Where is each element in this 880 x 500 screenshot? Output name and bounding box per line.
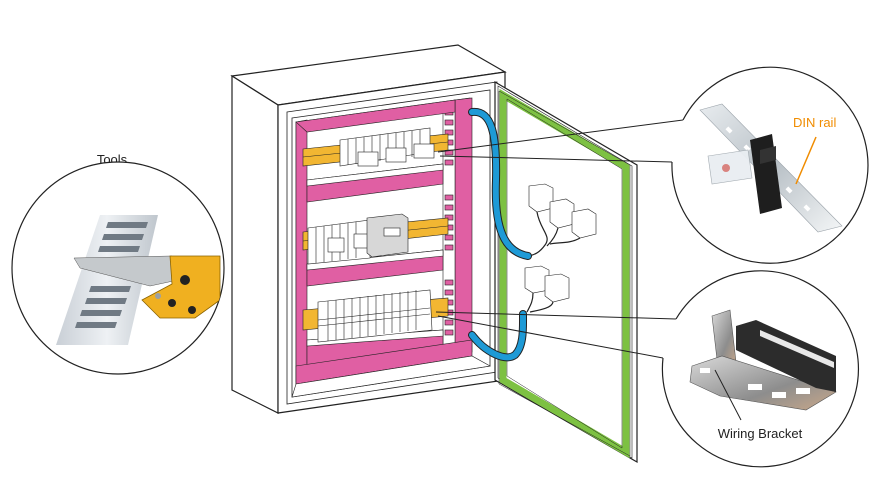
relay-row-1	[339, 127, 435, 167]
leader-din-lower	[439, 155, 673, 163]
wiring-duct-right	[454, 97, 473, 356]
leader-din-upper	[437, 119, 684, 153]
cutter-blade	[73, 255, 179, 287]
duct-slots	[75, 222, 148, 328]
terminal-block-row	[317, 289, 433, 343]
callout-din-rail: DIN rail	[671, 66, 869, 264]
leader-bracket-lower	[437, 315, 664, 359]
wiring-bracket-image	[689, 309, 837, 411]
cutter-tool	[141, 255, 221, 319]
door-panel	[494, 80, 638, 464]
door-gasket	[499, 88, 630, 459]
callout-lines	[435, 119, 684, 359]
wiring-duct-top	[295, 99, 456, 133]
cabinet	[230, 44, 507, 414]
door-devices	[524, 183, 597, 303]
callout-tools: Tools	[11, 152, 225, 375]
cabinet-left-side	[231, 74, 279, 414]
bracket-label-leader	[714, 369, 742, 421]
wiring-bracket-label: Wiring Bracket	[718, 426, 803, 441]
meter-module	[366, 213, 409, 258]
relay-module-image	[707, 134, 782, 214]
callout-wiring-bracket: Wiring Bracket	[661, 270, 859, 468]
cabinet-door	[468, 80, 638, 464]
din-label-leader	[795, 136, 817, 185]
door-wires	[526, 211, 581, 313]
relay-row-2	[307, 219, 371, 265]
din-rail-label: DIN rail	[793, 115, 836, 130]
leader-bracket-upper	[435, 311, 677, 320]
